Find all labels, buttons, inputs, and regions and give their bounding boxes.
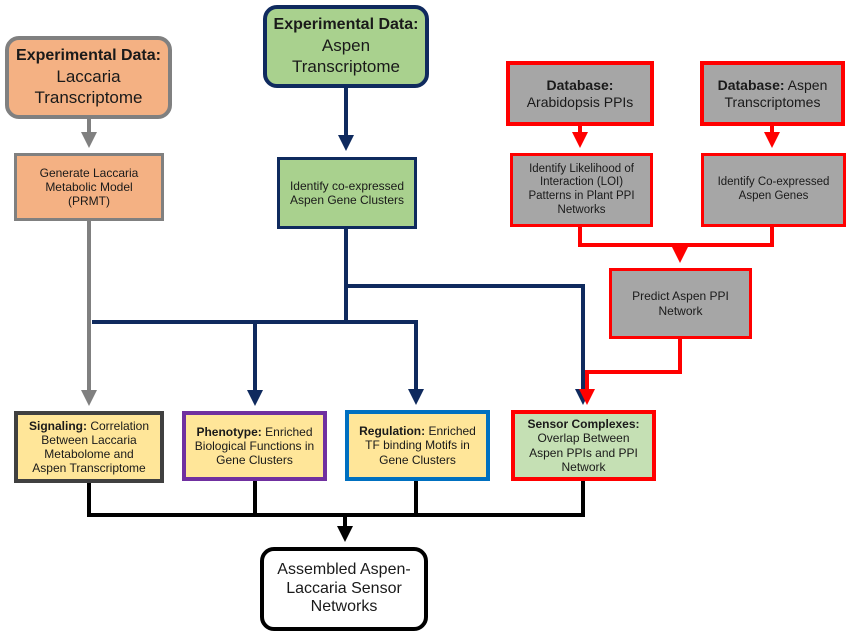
edge-to-phenotype [247,320,346,406]
reg-heading: Regulation: [359,424,426,439]
prmt-line1: Generate Laccaria [39,165,139,180]
phen-heading: Phenotype: [196,424,262,439]
sens-line1: Overlap Between [537,431,630,446]
sig-line2: Metabolome and [44,447,134,461]
acoex-line1: Identify Co-expressed [717,176,830,189]
arab-heading: Database: [546,76,614,93]
laccaria-line1: Laccaria [56,66,121,86]
phen-line1: Biological Functions in [194,438,315,453]
prmt-line3: (PRMT) [68,194,110,209]
sensor-complexes-node: Sensor Complexes: Overlap Between Aspen … [511,410,656,481]
final-line2: Laccaria Sensor [286,579,402,597]
sens-line2: Aspen PPIs and PPI [529,445,638,460]
reg-head-rest: Enriched [425,424,476,439]
edge-coexp-trunk [92,229,348,324]
edge-ppi-to-sensor [579,339,682,405]
arab-line1: Arabidopsis PPIs [526,93,634,110]
aspen-transcriptome-node: Experimental Data: Aspen Transcriptome [263,5,429,88]
phenotype-node: Phenotype: Enriched Biological Functions… [182,411,327,481]
edge-to-sensor [344,284,591,405]
coexp-line1: Identify co-expressed [289,178,405,193]
phen-line2: Gene Clusters [216,453,293,468]
aspdb-heading: Database: [717,76,785,93]
signaling-node: Signaling: Correlation Between Laccaria … [14,411,164,483]
edge-loi-to-ppi [578,227,688,263]
sens-heading: Sensor Complexes: [527,417,640,432]
sig-heading: Signaling: [28,418,87,433]
aspdb-line1: Transcriptomes [724,93,821,110]
loi-line2: Interaction (LOI) [539,176,624,189]
sig-line1: Between Laccaria [41,432,137,447]
sens-line3: Network [561,459,606,474]
arabidopsis-ppis-node: Database: Arabidopsis PPIs [506,61,654,126]
edge-results-collector [87,481,585,517]
aspdb-head-rest: Aspen [784,76,828,93]
sig-line3: Aspen Transcriptome [32,461,146,476]
prmt-line2: Metabolic Model [45,179,133,194]
loi-patterns-node: Identify Likelihood of Interaction (LOI)… [510,153,653,227]
ppi-line1: Predict Aspen PPI [632,289,729,304]
coexpressed-clusters-node: Identify co-expressed Aspen Gene Cluster… [277,157,417,229]
edge-to-regulation [346,320,424,405]
coexpressed-genes-node: Identify Co-expressed Aspen Genes [701,153,846,227]
aspen-heading: Experimental Data: [273,15,419,33]
loi-line4: Networks [557,203,606,216]
coexp-line2: Aspen Gene Clusters [289,193,405,207]
loi-line3: Patterns in Plant PPI [528,190,635,202]
aspen-line2: Transcriptome [291,56,400,76]
acoex-line2: Aspen Genes [738,190,809,202]
reg-line2: Gene Clusters [379,452,456,467]
laccaria-transcriptome-node: Experimental Data: Laccaria Transcriptom… [5,36,172,119]
regulation-node: Regulation: Enriched TF binding Motifs i… [345,410,490,481]
edge-coex-to-ppi [680,227,774,247]
laccaria-heading: Experimental Data: [16,46,161,64]
loi-line1: Identify Likelihood of [529,162,634,175]
reg-line1: TF binding Motifs in [365,438,470,453]
final-networks-node: Assembled Aspen- Laccaria Sensor Network… [260,547,428,631]
final-line3: Networks [310,598,378,616]
final-line1: Assembled Aspen- [277,560,411,578]
laccaria-model-node: Generate Laccaria Metabolic Model (PRMT) [14,153,164,221]
ppi-line2: Network [658,303,703,318]
aspen-transcriptomes-db-node: Database: Aspen Transcriptomes [700,61,845,126]
predict-ppi-node: Predict Aspen PPI Network [609,268,752,339]
aspen-line1: Aspen [321,35,371,55]
phen-head-rest: Enriched [261,424,313,439]
laccaria-line2: Transcriptome [34,87,143,107]
sig-head-rest: Correlation [86,418,150,433]
